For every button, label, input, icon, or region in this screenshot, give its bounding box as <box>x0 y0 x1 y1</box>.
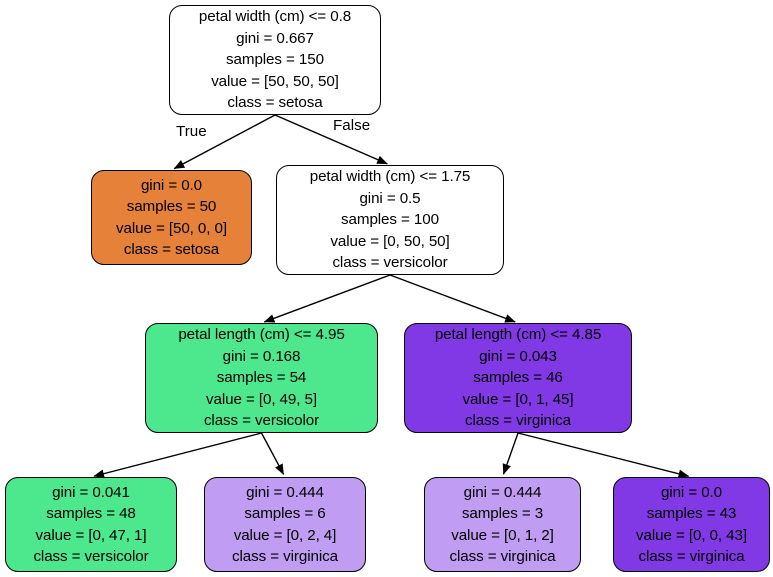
node-samples-text: samples = 6 <box>244 505 326 523</box>
tree-edge-n4-n8 <box>517 432 690 478</box>
node-samples-text: samples = 48 <box>46 505 136 523</box>
node-value-text: value = [0, 50, 50] <box>330 232 450 250</box>
node-samples-text: samples = 54 <box>216 369 307 387</box>
node-class-text: class = versicolor <box>203 412 320 430</box>
node-gini-text: gini = 0.0 <box>660 483 723 501</box>
node-samples-text: samples = 43 <box>646 505 737 523</box>
node-class-text: class = virginica <box>232 547 338 565</box>
node-class-text: class = virginica <box>638 547 745 565</box>
node-value-text: value = [0, 47, 1] <box>35 526 147 544</box>
node-gini-text: gini = 0.667 <box>236 29 314 47</box>
node-samples-text: samples = 46 <box>473 369 563 387</box>
node-class-text: class = setosa <box>123 240 220 258</box>
node-samples-text: samples = 100 <box>341 211 439 229</box>
node-gini-text: gini = 0.043 <box>479 347 557 365</box>
tree-node-n7: gini = 0.444 samples = 3 value = [0, 1, 2]… <box>424 477 581 572</box>
node-gini-text: gini = 0.041 <box>52 483 130 501</box>
tree-node-n8: gini = 0.0 samples = 43 value = [0, 0, 43]… <box>613 477 770 572</box>
tree-edge-n0-n2 <box>274 114 388 165</box>
node-condition-text: petal length (cm) <= 4.95 <box>178 326 345 344</box>
node-samples-text: samples = 50 <box>126 198 217 216</box>
tree-edge-n3-n5 <box>93 432 262 478</box>
tree-edge-n2-n4 <box>389 274 516 323</box>
node-class-text: class = virginica <box>449 547 556 565</box>
node-gini-text: gini = 0.444 <box>463 483 542 501</box>
tree-node-n0: petal width (cm) <= 0.8 gini = 0.667 sampl… <box>169 5 381 115</box>
node-value-text: value = [0, 0, 43] <box>636 526 747 544</box>
node-value-text: value = [50, 50, 50] <box>211 72 339 90</box>
node-value-text: value = [0, 1, 45] <box>462 390 574 408</box>
tree-node-n5: gini = 0.041 samples = 48 value = [0, 47, … <box>5 477 177 572</box>
node-condition-text: petal length (cm) <= 4.85 <box>434 326 602 344</box>
tree-node-n1: gini = 0.0 samples = 50 value = [50, 0, 0]… <box>91 170 252 265</box>
tree-edge-n2-n3 <box>263 274 391 323</box>
node-condition-text: petal width (cm) <= 1.75 <box>309 168 471 186</box>
edge-label-false: False <box>333 117 371 134</box>
node-gini-text: gini = 0.0 <box>140 176 203 194</box>
node-samples-text: samples = 150 <box>226 51 324 69</box>
node-value-text: value = [0, 49, 5] <box>206 390 317 408</box>
node-value-text: value = [50, 0, 0] <box>116 219 227 237</box>
tree-node-n2: petal width (cm) <= 1.75 gini = 0.5 sample… <box>276 165 504 275</box>
node-class-text: class = virginica <box>465 412 571 430</box>
tree-node-n6: gini = 0.444 samples = 6 value = [0, 2, 4]… <box>204 477 366 572</box>
node-samples-text: samples = 3 <box>461 505 544 523</box>
node-value-text: value = [0, 2, 4] <box>233 526 337 544</box>
node-value-text: value = [0, 1, 2] <box>451 526 554 544</box>
node-class-text: class = versicolor <box>33 547 149 565</box>
tree-node-n4: petal length (cm) <= 4.85 gini = 0.043 sam… <box>404 323 632 433</box>
node-class-text: class = versicolor <box>332 254 448 272</box>
tree-edge-n4-n7 <box>502 432 519 475</box>
tree-edge-n3-n6 <box>260 432 285 475</box>
node-gini-text: gini = 0.5 <box>359 189 421 207</box>
tree-node-n3: petal length (cm) <= 4.95 gini = 0.168 sam… <box>145 323 378 433</box>
edge-label-true: True <box>176 123 207 140</box>
node-gini-text: gini = 0.444 <box>246 483 324 501</box>
node-condition-text: petal width (cm) <= 0.8 <box>198 8 352 26</box>
node-class-text: class = setosa <box>227 94 323 112</box>
node-gini-text: gini = 0.168 <box>222 347 301 365</box>
